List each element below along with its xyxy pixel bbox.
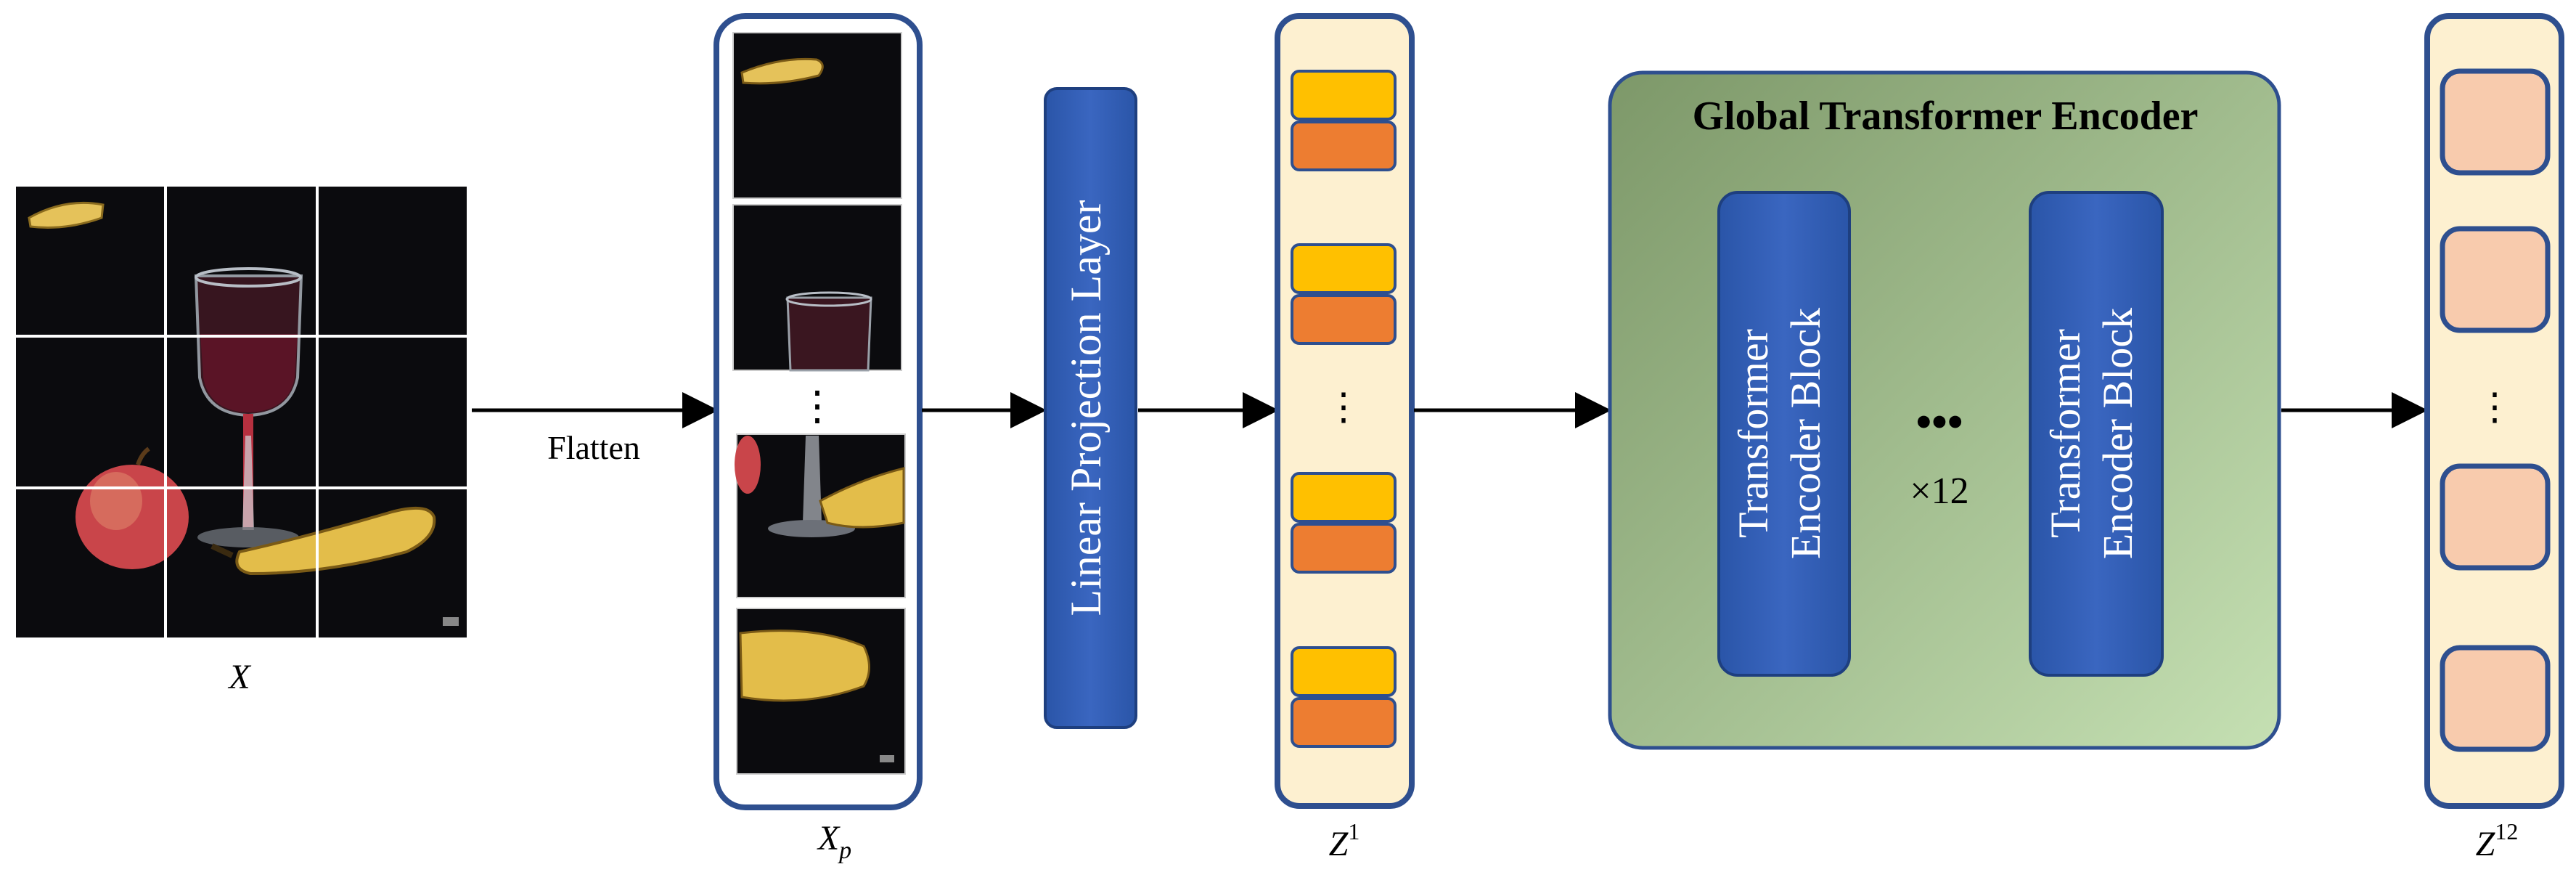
wine-glass-image — [194, 267, 303, 547]
patch-4 — [736, 608, 906, 775]
z1-embeddings: ⋮ Z1 — [1275, 13, 1415, 863]
z1-label: Z1 — [1329, 818, 1360, 863]
z1-token-2 — [1291, 243, 1397, 345]
banana-image — [210, 506, 436, 576]
z1-token-3 — [1291, 472, 1397, 574]
z12-ellipsis: ⋮ — [2476, 387, 2514, 428]
z1-ellipsis: ⋮ — [1325, 387, 1362, 428]
input-image: X — [13, 184, 470, 696]
z1-token-1 — [1291, 70, 1397, 171]
banana-slice-image — [28, 201, 105, 229]
patch-sequence: ⋮ Xp — [713, 13, 923, 864]
watermark-mark — [443, 617, 459, 626]
z12-token-1 — [2440, 68, 2551, 176]
z12-token-2 — [2440, 226, 2551, 333]
encoder-repeat-count: ×12 — [1910, 470, 1968, 512]
z1-frame — [1275, 13, 1415, 809]
patch-3 — [735, 433, 906, 598]
encoder-title: Global Transformer Encoder — [1693, 94, 2199, 139]
encoder-dots: ••• — [1915, 398, 1963, 447]
projection-box — [1044, 87, 1137, 729]
patch-ellipsis: ⋮ — [797, 384, 838, 429]
projection-label: Linear Projection Layer — [1062, 200, 1110, 616]
input-image-label: X — [227, 658, 251, 696]
z12-label: Z12 — [2476, 818, 2519, 863]
patch-grid — [13, 184, 470, 640]
z12-token-4 — [2440, 645, 2551, 752]
patch-2 — [732, 204, 902, 372]
z12-token-3 — [2440, 463, 2551, 571]
z1-token-4 — [1291, 646, 1397, 748]
patches-label: Xp — [817, 819, 851, 864]
linear-projection-layer: Linear Projection Layer — [1044, 87, 1137, 729]
z12-outputs: ⋮ Z12 — [2424, 13, 2564, 863]
z12-frame — [2424, 13, 2564, 809]
patch-1 — [732, 32, 902, 199]
flatten-label: Flatten — [547, 429, 640, 466]
